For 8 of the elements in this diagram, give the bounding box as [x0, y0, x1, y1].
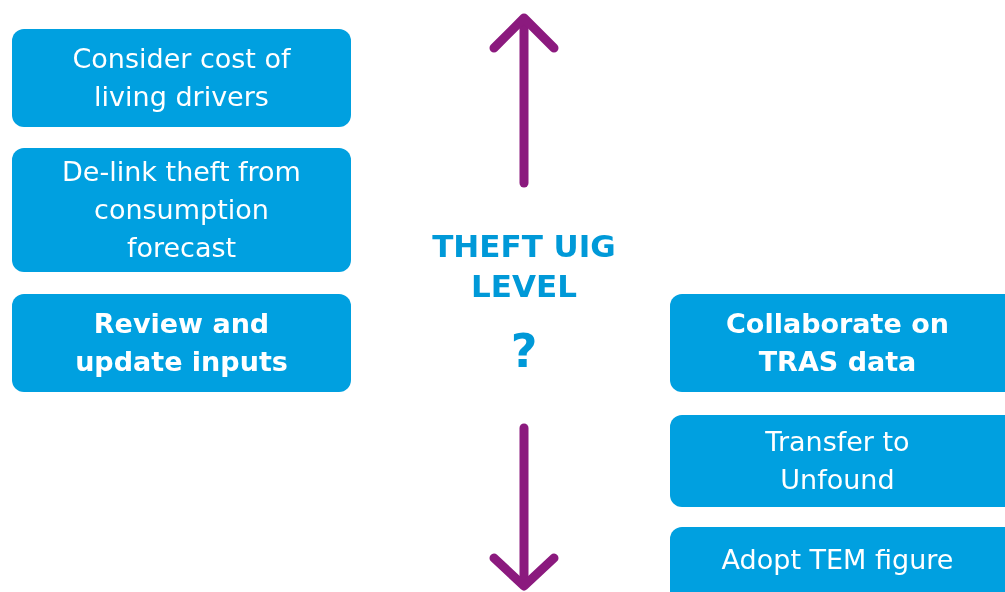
level-heading: THEFT UIG LEVEL [431, 227, 617, 306]
action-box: Collaborate on TRAS data [670, 294, 1005, 392]
action-box: Consider cost of living drivers [12, 29, 351, 127]
question-mark: ? [509, 326, 539, 376]
action-box: Review and update inputs [12, 294, 351, 392]
action-box: De-link theft from consumption forecast [12, 148, 351, 272]
action-box: Transfer to Unfound [670, 415, 1005, 507]
action-box: Adopt TEM figure [670, 527, 1005, 592]
